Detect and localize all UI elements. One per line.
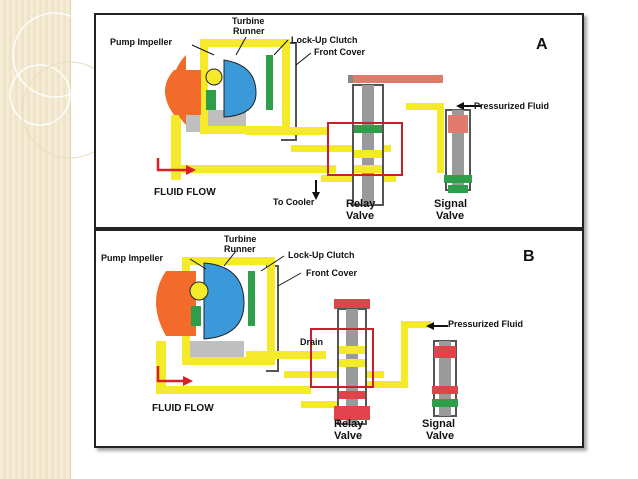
to-cooler-label: To Cooler — [273, 197, 315, 207]
diagram-panel-a: A Turbine Runner Pump Impeller Lock-Up C… — [94, 13, 584, 229]
fluid-flow-arrow — [156, 158, 191, 172]
fluid-flow-label: FLUID FLOW — [154, 187, 216, 198]
pressurized-fluid-arrowhead — [426, 322, 434, 330]
lockup-clutch-plate — [248, 271, 255, 326]
pressurized-fluid-label: Pressurized Fluid — [474, 101, 549, 111]
panel-letter: B — [523, 248, 535, 265]
lockup-clutch-label: Lock-Up Clutch — [288, 250, 355, 260]
relay-valve-label-line1: Relay — [334, 418, 364, 430]
lockup-clutch-label: Lock-Up Clutch — [291, 35, 358, 45]
relay-top-cap — [353, 75, 443, 83]
drain-label: Drain — [300, 337, 323, 347]
pressurized-fluid-label: Pressurized Fluid — [448, 319, 523, 329]
turbine-runner-shape — [203, 262, 245, 340]
stator-green — [191, 306, 201, 326]
pump-impeller-body — [165, 70, 201, 115]
relay-highlight-box — [310, 328, 374, 388]
relay-valve-label-line1: Relay — [346, 198, 376, 210]
pump-impeller-label: Pump Impeller — [101, 253, 164, 263]
signal-valve-label-line1: Signal — [422, 418, 455, 430]
decorative-side-strip — [0, 0, 71, 479]
stator-hub — [189, 281, 209, 301]
signal-valve-label-line2: Valve — [436, 210, 464, 222]
signal-valve-label-line2: Valve — [426, 430, 454, 442]
stator-green — [206, 90, 216, 110]
turbine-runner-label-line2: Runner — [224, 244, 256, 254]
diagram-panel-b: B Turbine Runner Pump Impeller Lock-Up C… — [94, 229, 584, 448]
fluid-flow-arrow — [156, 366, 188, 383]
turbine-runner-label-line1: Turbine — [224, 234, 256, 244]
fluid-flow-arrowhead — [183, 376, 193, 386]
pump-impeller-label: Pump Impeller — [110, 37, 173, 47]
fluid-flow-label: FLUID FLOW — [152, 403, 214, 414]
pump-impeller-shape — [156, 271, 196, 336]
turbine-runner-shape — [223, 59, 257, 118]
stator-hub — [205, 68, 223, 86]
panel-letter: A — [536, 36, 548, 53]
fluid-flow-arrowhead — [186, 165, 196, 175]
signal-valve-label-line1: Signal — [434, 198, 467, 210]
lockup-clutch-plate — [266, 55, 273, 110]
signal-valve-body — [432, 340, 458, 417]
front-cover-label: Front Cover — [314, 47, 366, 57]
relay-valve-label-line2: Valve — [334, 430, 362, 442]
front-cover-label: Front Cover — [306, 268, 358, 278]
fluid-passages — [156, 257, 431, 408]
pressurized-fluid-arrowhead — [456, 102, 464, 110]
relay-valve-label-line2: Valve — [346, 210, 374, 222]
relay-valve-body — [334, 299, 370, 425]
relay-valve-body — [348, 75, 388, 206]
signal-valve-body — [444, 109, 472, 193]
relay-highlight-box — [327, 122, 403, 176]
turbine-runner-label-line2: Runner — [233, 26, 265, 36]
turbine-runner-label-line1: Turbine — [232, 16, 264, 26]
